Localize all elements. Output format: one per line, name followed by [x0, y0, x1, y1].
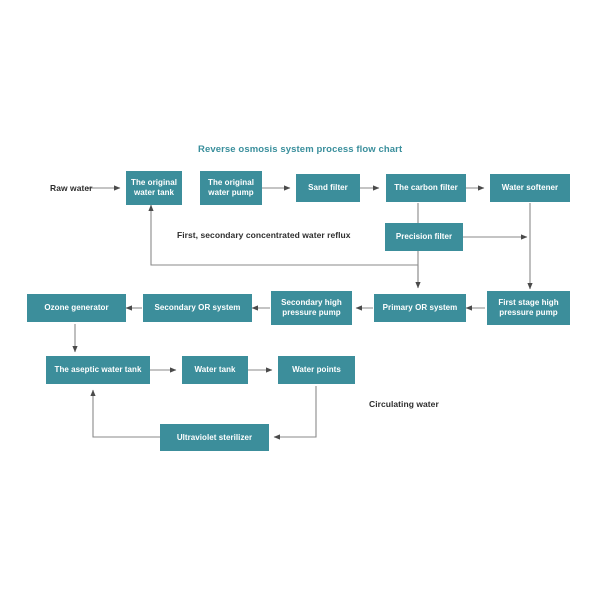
node-label: Water points	[292, 365, 341, 375]
node-label: Sand filter	[308, 183, 348, 193]
node-label: Primary OR system	[382, 303, 458, 313]
node-secondary-or-system[interactable]: Secondary OR system	[143, 294, 252, 322]
node-label: Secondary OR system	[154, 303, 241, 313]
node-label: Water tank	[194, 365, 236, 375]
node-sand-filter[interactable]: Sand filter	[296, 174, 360, 202]
node-water-softener[interactable]: Water softener	[490, 174, 570, 202]
node-aseptic-water-tank[interactable]: The aseptic water tank	[46, 356, 150, 384]
edge-waterpoints-to-uv	[273, 386, 317, 440]
edge-uv-to-aseptic	[90, 389, 160, 438]
reflux-label: First, secondary concentrated water refl…	[177, 230, 351, 240]
raw-water-label: Raw water	[50, 183, 93, 193]
node-ultraviolet-sterilizer[interactable]: Ultraviolet sterilizer	[160, 424, 269, 451]
node-label: Ultraviolet sterilizer	[176, 432, 253, 442]
node-water-points[interactable]: Water points	[278, 356, 355, 384]
node-primary-or-system[interactable]: Primary OR system	[374, 294, 466, 322]
node-label: Ozone generator	[44, 303, 109, 313]
node-label: Precision filter	[395, 232, 453, 242]
node-carbon-filter[interactable]: The carbon filter	[386, 174, 466, 202]
circulating-water-label: Circulating water	[369, 399, 439, 409]
node-label: The aseptic water tank	[54, 365, 142, 375]
node-label: The carbon filter	[394, 183, 458, 193]
page-title: Reverse osmosis system process flow char…	[198, 144, 403, 155]
node-precision-filter[interactable]: Precision filter	[385, 223, 463, 251]
node-label: Water softener	[501, 183, 559, 193]
node-water-tank[interactable]: Water tank	[182, 356, 248, 384]
node-ozone-generator[interactable]: Ozone generator	[27, 294, 126, 322]
